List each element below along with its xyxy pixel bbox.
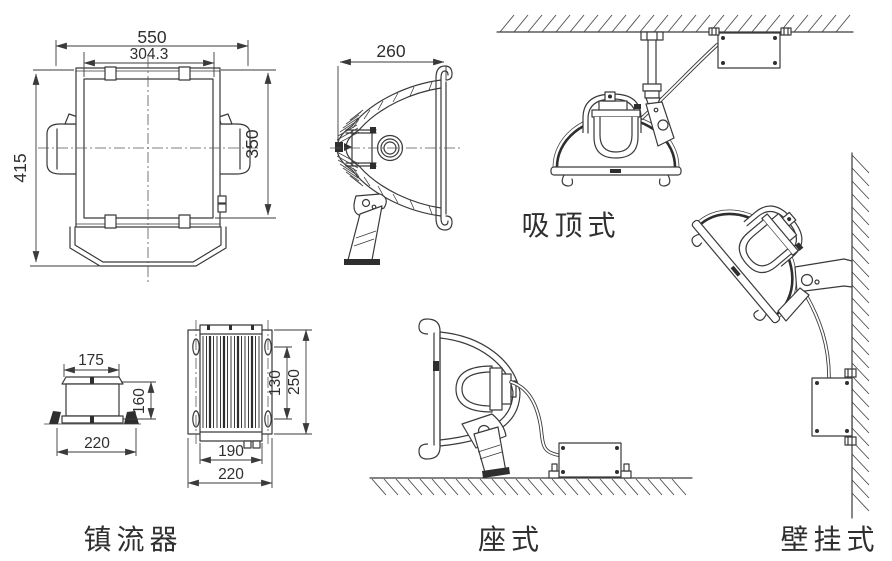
ballast-front-view: 175 160 220 (44, 352, 156, 456)
dim-ballast-base-width: 220 (84, 435, 110, 452)
dim-ballast-length: 250 (286, 369, 303, 395)
wall-cable (804, 293, 831, 379)
seat-lamp-glass-edge (433, 329, 441, 449)
ceiling-ballast-box (717, 32, 781, 69)
clip (178, 66, 191, 81)
dim-ballast-top-width: 175 (78, 352, 104, 369)
centerlines (38, 57, 260, 283)
ceiling-mount-label: 吸顶式 (521, 210, 620, 241)
wall-mount-label: 壁挂式 (780, 524, 879, 555)
dim-front-overall-height: 415 (10, 153, 30, 182)
dim-ballast-height: 160 (131, 388, 148, 414)
ballast-label: 镇流器 (83, 524, 182, 555)
clip (104, 214, 117, 229)
wall-lamp (681, 169, 840, 333)
mounting-arm (645, 101, 675, 147)
pivot-bracket (353, 193, 387, 217)
dim-ballast-overall-width: 220 (218, 466, 244, 483)
dim-front-overall-width: 550 (137, 27, 166, 47)
dim-ballast-fin-width: 190 (218, 443, 244, 460)
dim-ballast-hole-spacing: 130 (267, 370, 284, 396)
seat-mount-figure: 座式 (369, 318, 693, 555)
left-handle (46, 123, 79, 175)
wall-ballast-box (811, 377, 853, 437)
clip (104, 66, 117, 81)
ceiling-mount-figure: 吸顶式 (496, 14, 854, 241)
dim-side-depth: 260 (376, 41, 405, 61)
front-view: 550 304.3 415 350 (10, 27, 276, 283)
side-view: 260 (330, 41, 462, 265)
dim-front-body-height: 350 (242, 129, 262, 158)
cooling-fins (202, 336, 260, 428)
ballast-plan-view: 130 250 190 220 镇流器 (83, 320, 312, 555)
ground-hatch (371, 478, 687, 496)
seat-mount-label: 座式 (478, 524, 544, 555)
seat-ballast-box (558, 442, 622, 478)
ceiling-hatch (499, 14, 851, 33)
wall-hatch (851, 154, 870, 512)
wall-mount-figure: 壁挂式 (681, 152, 879, 555)
right-handle (218, 123, 251, 175)
clip (178, 214, 191, 229)
wall-arm-strut (777, 287, 810, 322)
stand-leg (347, 205, 383, 261)
mounting-pole (647, 39, 657, 85)
dim-front-inner-width: 304.3 (130, 46, 169, 63)
ballast-body (65, 383, 120, 417)
